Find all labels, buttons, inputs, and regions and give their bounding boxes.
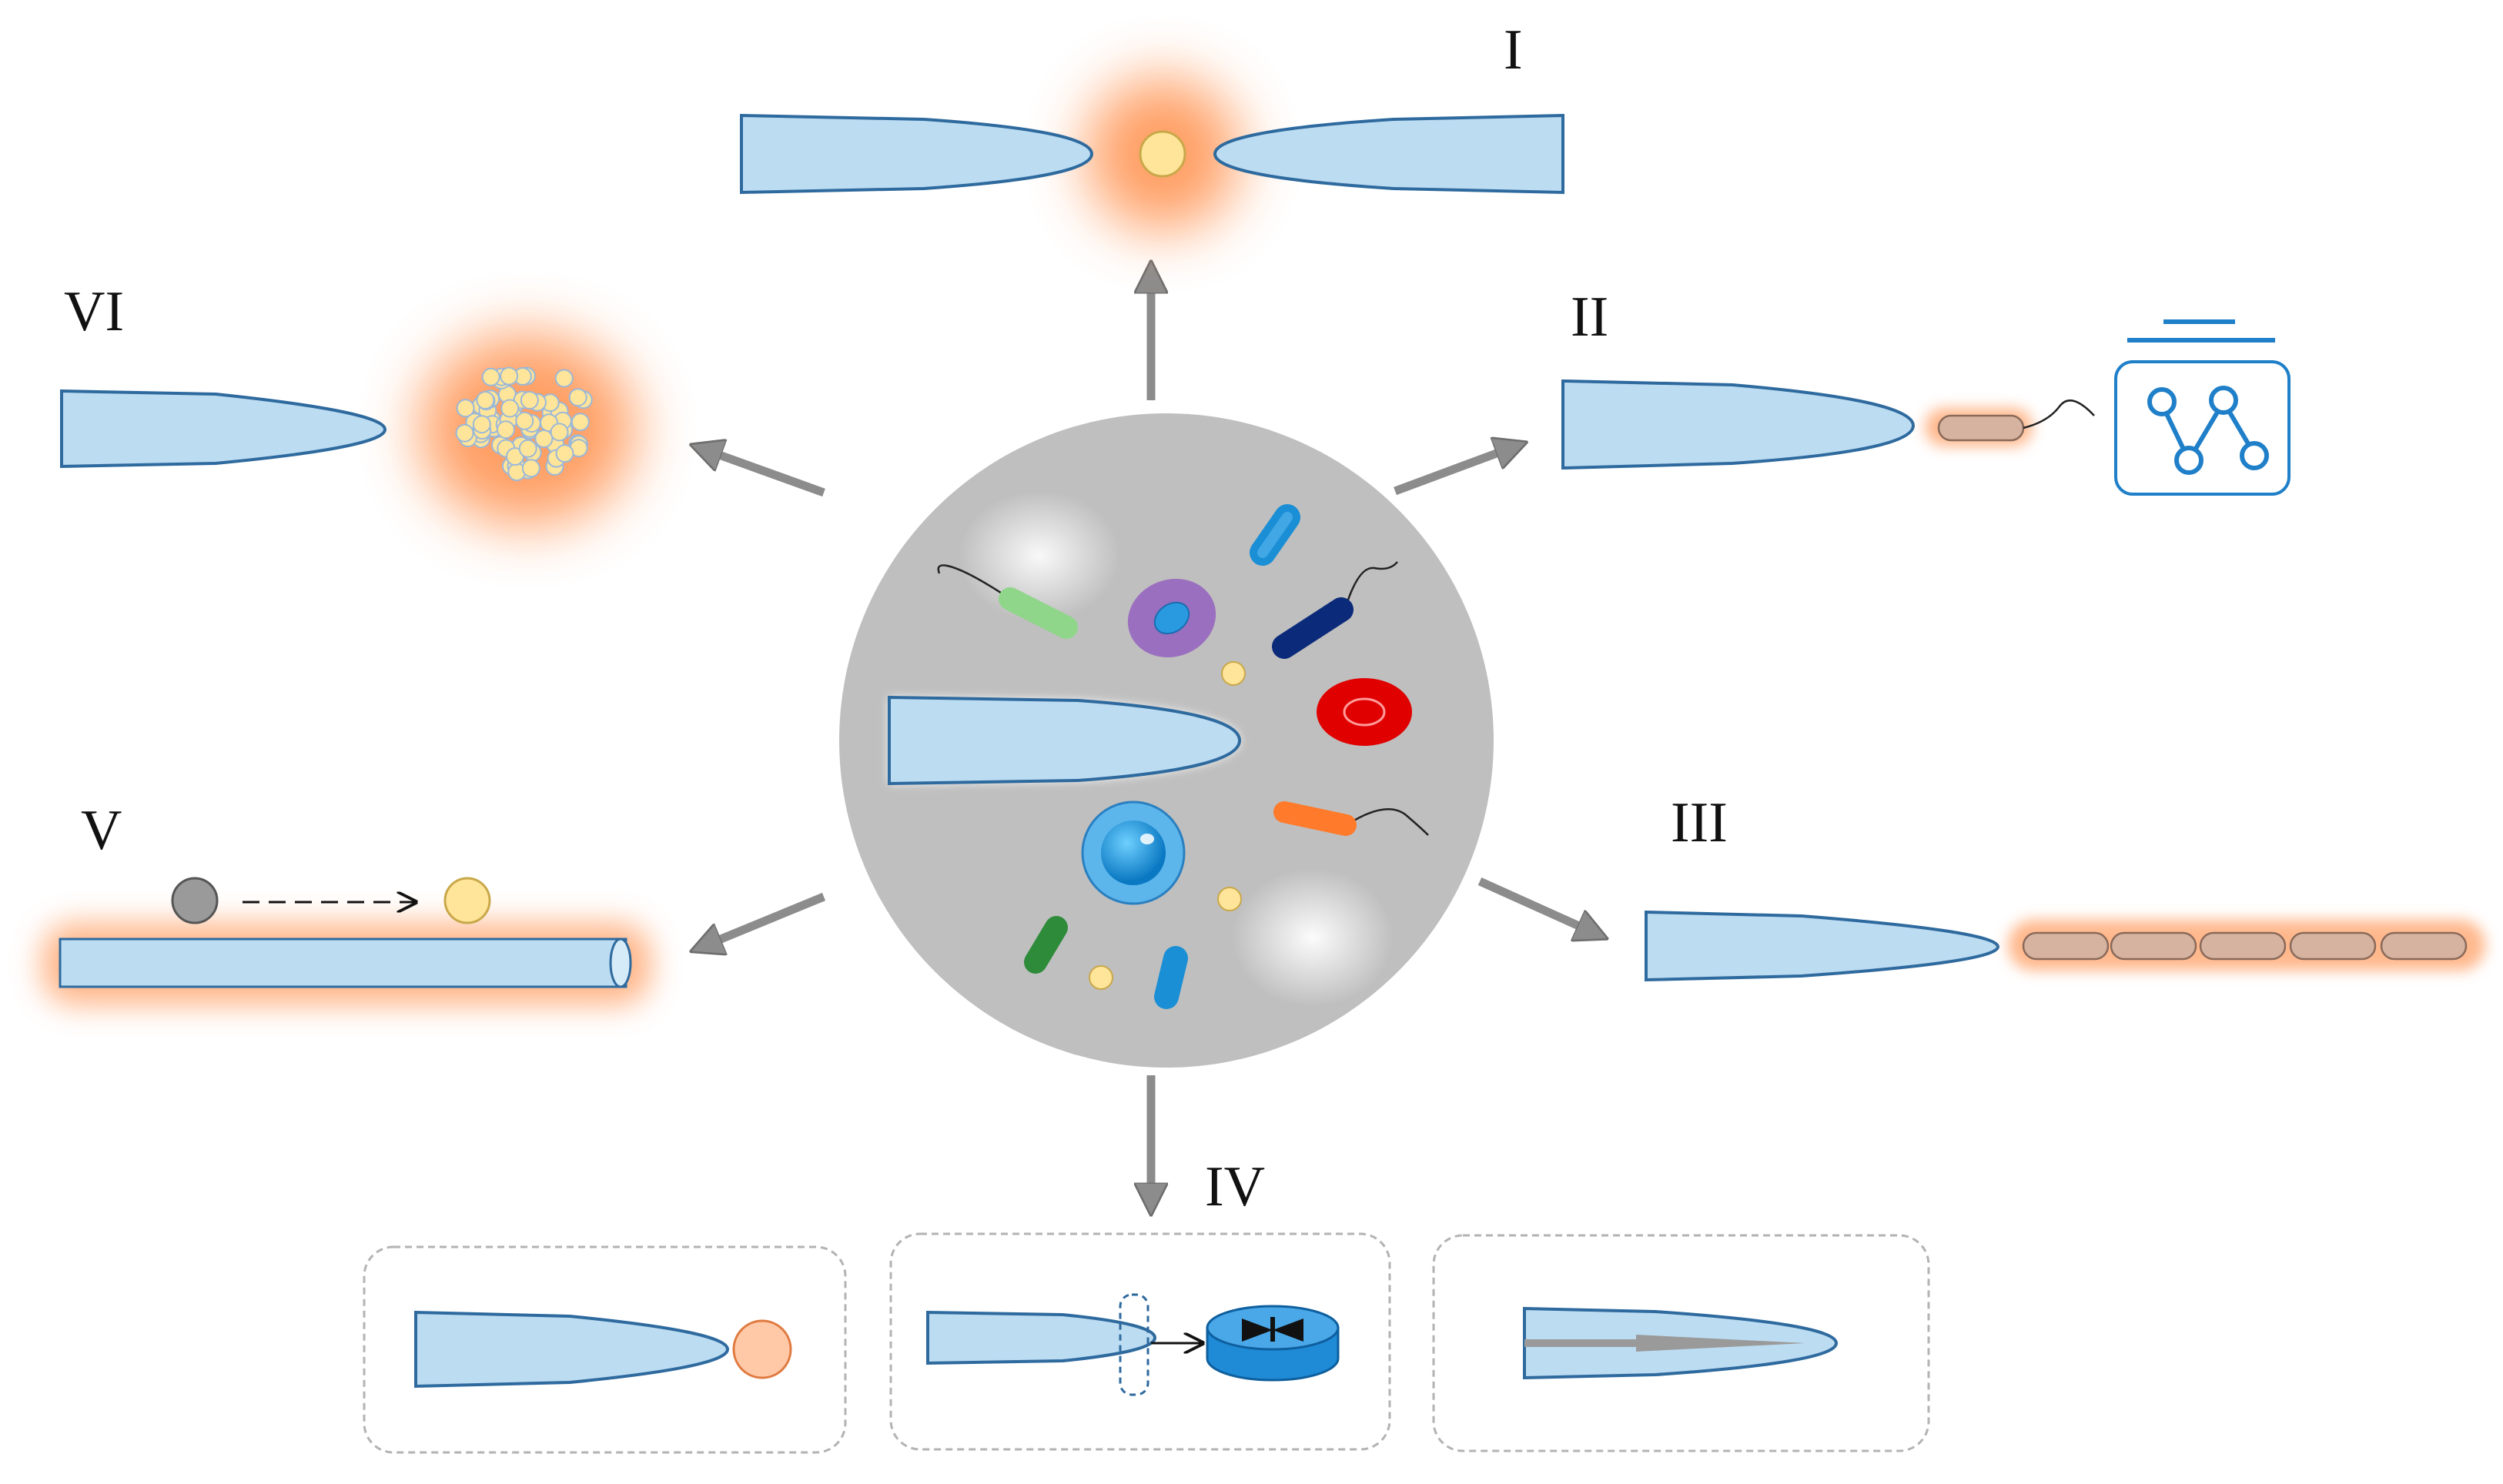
cluster-particle bbox=[500, 366, 519, 386]
panel-i-dual-fiber-trap bbox=[740, 77, 1564, 231]
cluster-particle bbox=[500, 399, 520, 418]
purple-cell bbox=[1127, 578, 1216, 658]
arrow-icon bbox=[702, 449, 825, 497]
bacterium-chain-3 bbox=[2199, 931, 2287, 961]
particle-yellow bbox=[443, 877, 491, 924]
fiber-tip-vi bbox=[60, 389, 387, 469]
fiber-coupler-icon bbox=[1206, 1305, 1340, 1382]
flagellum bbox=[1348, 808, 1429, 836]
cluster-particle bbox=[481, 367, 500, 386]
label-i: I bbox=[1504, 18, 1523, 82]
cluster-particle bbox=[456, 399, 475, 418]
label-vi: VI bbox=[64, 280, 125, 343]
bacterium-chain-2 bbox=[2110, 931, 2197, 961]
blue-cell bbox=[1081, 800, 1186, 905]
label-v: V bbox=[81, 799, 122, 862]
fiber-tip-left bbox=[740, 113, 1094, 195]
flagellum bbox=[1344, 561, 1398, 607]
fiber-core-gray bbox=[1524, 1335, 1805, 1352]
flagellum bbox=[2023, 399, 2095, 429]
fiber-end-face bbox=[609, 938, 632, 988]
bacterium-chain-5 bbox=[2380, 931, 2468, 961]
cluster-particle bbox=[518, 439, 537, 458]
dashed-box-3 bbox=[1432, 1234, 1930, 1452]
panel-vi-particle-cluster bbox=[60, 333, 635, 526]
label-iv: IV bbox=[1205, 1155, 1266, 1218]
cluster-particle bbox=[555, 444, 574, 463]
cluster-particle bbox=[521, 459, 540, 478]
trapped-particle bbox=[1139, 130, 1186, 178]
fiber-tip-iv-1 bbox=[414, 1310, 730, 1389]
cluster-particle bbox=[455, 423, 474, 443]
cluster-particle bbox=[534, 429, 554, 448]
fiber-ring-dashed bbox=[1119, 1293, 1149, 1396]
cluster-particle bbox=[571, 413, 590, 432]
bacterium-navy bbox=[1272, 597, 1354, 659]
fiber-tip-ii bbox=[1561, 379, 1916, 470]
particle-yellow bbox=[1217, 887, 1242, 911]
cluster-particle bbox=[520, 391, 539, 409]
arrow-icon bbox=[1394, 446, 1515, 496]
panel-ii-bacterium-sensing bbox=[1561, 319, 2291, 496]
flagellum bbox=[937, 564, 1011, 600]
particle-yellow bbox=[1089, 965, 1113, 990]
trapped-cell-orange bbox=[732, 1319, 792, 1379]
bacterium-blue-bottom bbox=[1154, 946, 1188, 1009]
red-blood-cell bbox=[1317, 678, 1412, 746]
panel-iii-bacteria-chain bbox=[1645, 910, 2485, 982]
cluster-particle bbox=[550, 423, 569, 442]
particle-gray bbox=[171, 877, 219, 924]
bacterium-light-green bbox=[999, 587, 1078, 639]
fiber-tip-iii bbox=[1645, 910, 2000, 982]
arrows bbox=[702, 273, 1596, 1203]
dashed-box-1 bbox=[363, 1245, 847, 1454]
arrow-icon bbox=[702, 892, 826, 947]
bacterium-green bbox=[1024, 916, 1068, 974]
label-iii: III bbox=[1671, 791, 1728, 854]
network-graph-icon bbox=[2114, 319, 2291, 496]
dashed-box-2 bbox=[889, 1232, 1391, 1451]
arrow-icon bbox=[1477, 877, 1596, 934]
cluster-particle bbox=[515, 411, 534, 430]
fiber-straight-v bbox=[59, 938, 627, 988]
central-sample-sphere bbox=[839, 413, 1494, 1068]
bacterium-blue-top-highlight bbox=[1257, 512, 1293, 558]
cluster-particle bbox=[472, 415, 491, 434]
cluster-particle bbox=[554, 369, 574, 388]
fiber-tip-right bbox=[1213, 113, 1564, 195]
cluster-particle bbox=[496, 420, 515, 440]
particle-cluster bbox=[455, 366, 593, 482]
bacterium-tan-ii bbox=[1937, 414, 2025, 442]
fiber-tip-center bbox=[888, 695, 1242, 786]
cluster-particle bbox=[476, 391, 495, 409]
bacterium-chain-4 bbox=[2289, 931, 2377, 961]
cluster-particle bbox=[568, 388, 587, 407]
label-ii: II bbox=[1571, 286, 1609, 349]
bacterium-orange bbox=[1273, 801, 1357, 836]
fiber-tip-iv-2 bbox=[926, 1310, 1157, 1365]
panel-v-particle-transport bbox=[42, 877, 651, 1004]
panel-iv-integrated-fibers bbox=[363, 1232, 1930, 1454]
bacterium-chain-1 bbox=[2022, 931, 2110, 961]
particle-yellow bbox=[1221, 661, 1246, 686]
